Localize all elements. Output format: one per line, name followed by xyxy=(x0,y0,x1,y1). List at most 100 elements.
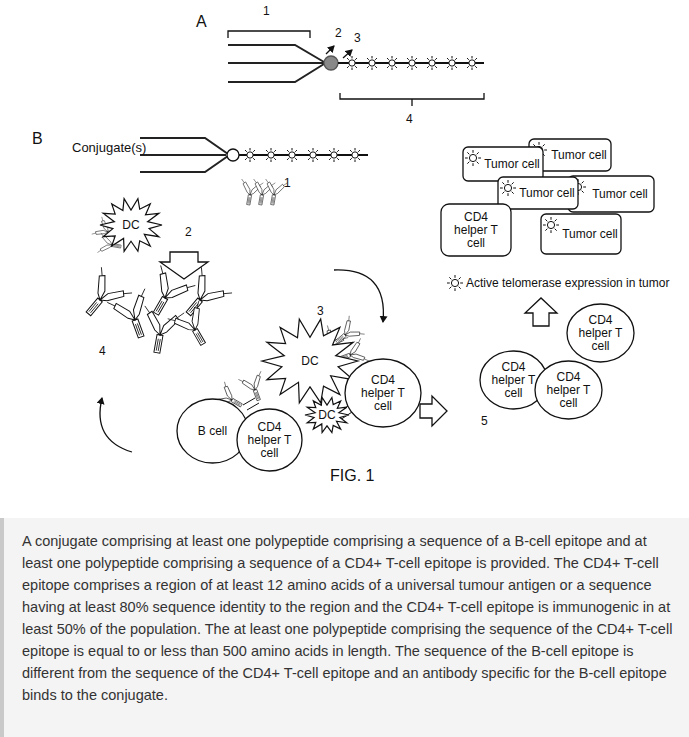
drawing-stroke xyxy=(343,50,352,58)
callout-number: A xyxy=(196,12,207,31)
drawing-stroke xyxy=(306,155,308,156)
dendritic-cell: DC xyxy=(100,198,162,252)
drawing-stroke xyxy=(266,158,268,160)
callout-number: 1 xyxy=(263,4,270,19)
drawing-stroke xyxy=(253,158,255,160)
drawing-stroke xyxy=(372,56,373,58)
drawing-stroke xyxy=(441,204,511,256)
drawing-stroke xyxy=(547,221,554,228)
callout-number: 4 xyxy=(406,112,413,127)
drawing-stroke xyxy=(417,63,419,64)
drawing-stroke xyxy=(327,155,329,156)
drawing-stroke xyxy=(375,66,377,68)
drawing-stroke xyxy=(177,399,248,463)
drawing-stroke xyxy=(555,229,557,231)
drawing-stroke xyxy=(316,150,318,152)
drawing-stroke xyxy=(274,150,276,152)
drawing-stroke xyxy=(452,56,453,58)
figure-label: FIG. 1 xyxy=(330,466,374,485)
drawing-stroke xyxy=(227,149,239,161)
callout-number: 1 xyxy=(284,176,291,191)
node-label: CD4 helper T cell xyxy=(355,374,411,413)
drawing-stroke xyxy=(455,275,456,278)
node-label: B cell xyxy=(187,425,239,438)
drawing-stroke xyxy=(357,63,359,64)
drawing-stroke xyxy=(350,150,352,152)
drawing-stroke xyxy=(355,58,357,60)
drawing-stroke xyxy=(264,155,266,156)
drawing-stroke xyxy=(475,66,477,68)
drawing-stroke xyxy=(292,160,293,162)
t-cell: CD4 helper T cell xyxy=(344,358,422,428)
drawing-stroke xyxy=(352,152,358,158)
drawing-stroke xyxy=(292,148,293,150)
drawing-stroke xyxy=(541,214,621,254)
tumor-cell: Tumor cell xyxy=(567,175,655,213)
drawing-stroke xyxy=(313,160,314,162)
drawing-stroke xyxy=(358,158,360,160)
drawing-stroke xyxy=(348,155,350,156)
drawing-stroke xyxy=(245,158,247,160)
drawing-stroke xyxy=(339,155,341,156)
drawing-stroke xyxy=(420,396,447,426)
drawing-stroke xyxy=(525,298,557,326)
drawing-stroke xyxy=(437,63,439,64)
drawing-stroke xyxy=(266,150,268,152)
drawing-stroke xyxy=(287,150,289,152)
drawing-stroke xyxy=(395,58,397,60)
drawing-stroke xyxy=(250,148,251,150)
callout-number: 2 xyxy=(335,26,342,41)
drawing-stroke xyxy=(345,359,421,427)
drawing-stroke xyxy=(397,63,399,64)
drawing-stroke xyxy=(567,304,634,362)
drawing-stroke xyxy=(409,60,415,66)
drawing-stroke xyxy=(459,287,461,289)
drawing-stroke xyxy=(237,409,302,471)
drawing-stroke xyxy=(583,187,586,188)
drawing-stroke xyxy=(447,66,449,68)
drawing-stroke xyxy=(469,154,476,161)
drawing-stroke xyxy=(367,66,369,68)
t-cell: CD4 helper T cell xyxy=(440,203,512,257)
drawing-stroke xyxy=(255,155,257,156)
drawing-stroke xyxy=(392,68,393,70)
drawing-stroke xyxy=(308,158,310,160)
drawing-stroke xyxy=(329,158,331,160)
drawing-stroke xyxy=(271,160,272,162)
drawing-stroke xyxy=(425,63,427,64)
drawing-stroke xyxy=(449,277,451,279)
drawing-stroke xyxy=(137,306,184,356)
node-label: DC xyxy=(301,355,318,368)
drawing-stroke xyxy=(228,45,324,82)
drawing-stroke xyxy=(407,66,409,68)
drawing-stroke xyxy=(261,179,287,207)
drawing-stroke xyxy=(508,193,509,196)
drawing-stroke xyxy=(329,150,331,152)
drawing-stroke xyxy=(74,267,132,325)
drawing-stroke xyxy=(387,66,389,68)
drawing-stroke xyxy=(512,192,514,194)
drawing-stroke xyxy=(455,288,456,291)
drawing-stroke xyxy=(451,279,458,286)
tumor-cell: Tumor cell xyxy=(540,213,622,255)
drawing-stroke xyxy=(358,150,360,152)
drawing-stroke xyxy=(271,148,272,150)
drawing-stroke xyxy=(395,66,397,68)
drawing-stroke xyxy=(582,191,584,193)
drawing-stroke xyxy=(502,182,504,184)
drawing-stroke xyxy=(349,60,355,66)
drawing-stroke xyxy=(262,319,358,403)
drawing-stroke xyxy=(331,152,337,158)
drawing-stroke xyxy=(539,142,540,145)
drawing-stroke xyxy=(465,158,468,159)
drawing-stroke xyxy=(168,301,219,353)
drawing-stroke xyxy=(477,152,479,154)
drawing-stroke xyxy=(477,63,479,64)
drawing-stroke xyxy=(297,155,299,156)
drawing-stroke xyxy=(313,148,314,150)
drawing-stroke xyxy=(355,66,357,68)
node-label: Tumor cell xyxy=(466,158,540,171)
drawing-stroke xyxy=(508,180,509,183)
drawing-stroke xyxy=(345,63,347,64)
drawing-stroke xyxy=(76,273,126,324)
